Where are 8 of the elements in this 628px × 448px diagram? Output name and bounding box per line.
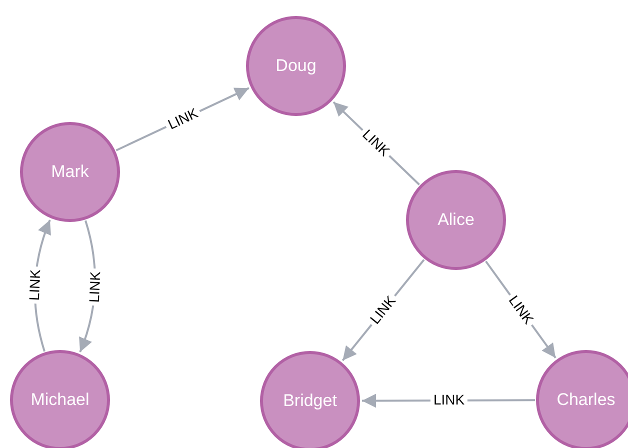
node-label: Alice <box>438 210 474 230</box>
node-label: Charles <box>556 390 616 410</box>
node-label: Bridget <box>283 391 337 411</box>
node-label: Mark <box>51 162 89 182</box>
edge-label: LINK <box>86 268 104 306</box>
edge-label: LINK <box>26 266 44 304</box>
node-label: Doug <box>276 56 316 76</box>
node-label: Michael <box>30 390 90 410</box>
